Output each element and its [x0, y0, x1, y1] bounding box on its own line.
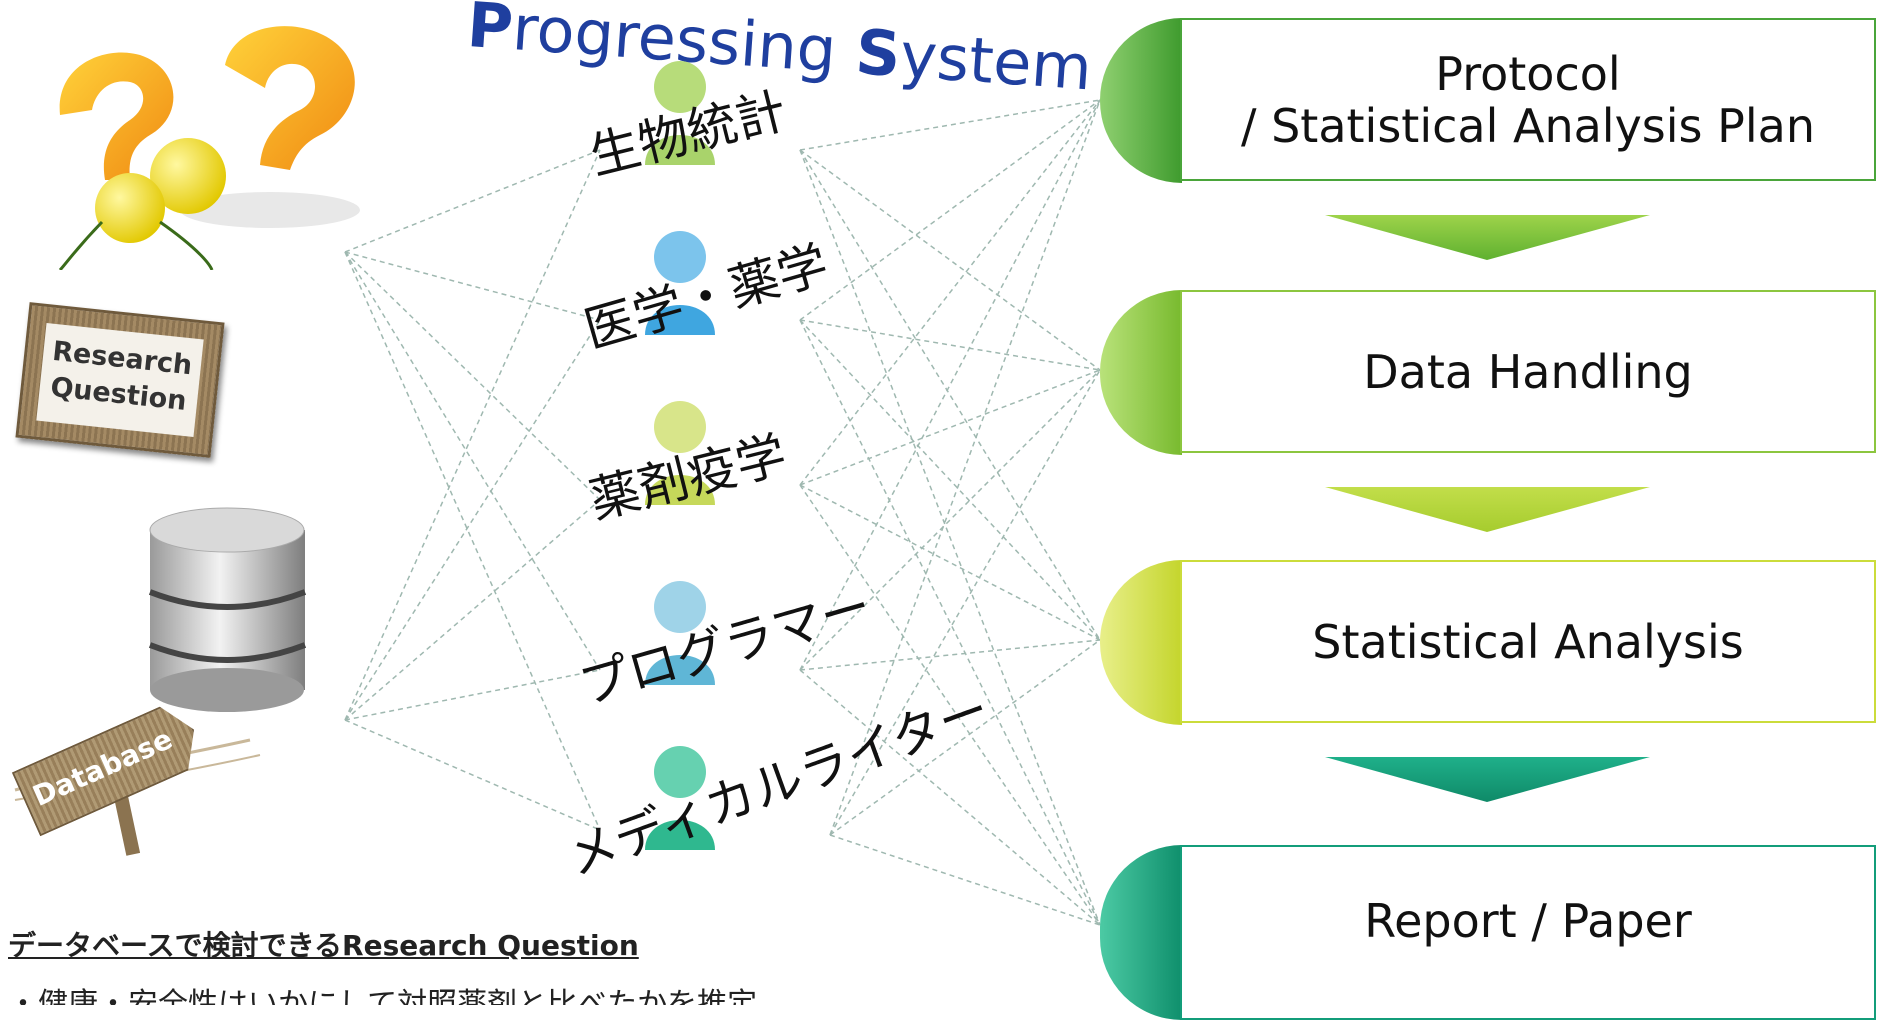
step-statistical-analysis-label: Statistical Analysis [1312, 614, 1744, 669]
arrow-down-3-icon [1325, 757, 1650, 802]
step-report-label: Report / Paper [1364, 893, 1692, 948]
step-report-cap [1100, 845, 1182, 1020]
step-data-handling: Data Handling [1100, 290, 1880, 455]
avatar-biostatistics-icon [645, 61, 715, 165]
step-statistical-analysis-box: Statistical Analysis [1180, 560, 1876, 723]
research-question-bullet: ・健康・安全性はいかにして対照薬剤と比べたかを推定 [8, 987, 758, 1005]
step-statistical-analysis: Statistical Analysis [1100, 560, 1880, 725]
step-protocol-cap [1100, 18, 1182, 183]
step-report: Report / Paper [1100, 845, 1880, 1020]
avatar-medical-writer-icon [645, 746, 715, 850]
step-report-box: Report / Paper [1180, 845, 1876, 1020]
arrow-down-2-icon [1325, 487, 1650, 532]
research-question-sign: Research Question [15, 302, 225, 458]
avatar-pharmacoepi-icon [645, 401, 715, 505]
step-statistical-analysis-cap [1100, 560, 1182, 725]
research-question-heading: データベースで検討できるResearch Question [8, 929, 639, 962]
step-data-handling-label: Data Handling [1363, 344, 1693, 399]
step-protocol-label: Protocol / Statistical Analysis Plan [1240, 46, 1816, 153]
arrow-down-1-icon [1325, 215, 1650, 260]
step-protocol: Protocol / Statistical Analysis Plan [1100, 18, 1880, 183]
avatar-programmer-icon [645, 581, 715, 685]
database-icon [148, 507, 307, 712]
question-marks-icon [58, 26, 360, 270]
step-data-handling-cap [1100, 290, 1182, 455]
avatar-medicine-icon [645, 231, 715, 335]
step-data-handling-box: Data Handling [1180, 290, 1876, 453]
step-protocol-box: Protocol / Statistical Analysis Plan [1180, 18, 1876, 181]
